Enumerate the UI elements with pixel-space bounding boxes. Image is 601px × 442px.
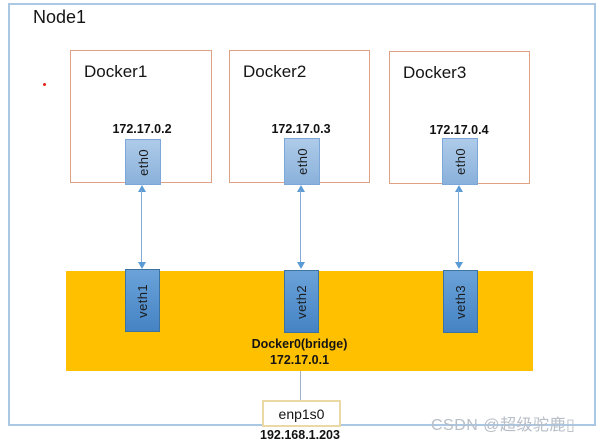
arrow-up-icon xyxy=(455,185,463,192)
bridge-name-label: Docker0(bridge) xyxy=(251,337,348,351)
docker2-veth-connection-arrow xyxy=(296,185,306,269)
docker3-veth-connection-arrow xyxy=(454,185,464,269)
arrow-down-icon xyxy=(297,262,305,269)
host-ip-label: 192.168.1.203 xyxy=(260,428,340,442)
docker1-name-label: Docker1 xyxy=(84,62,148,81)
arrow-down-icon xyxy=(138,262,146,269)
arrow-shaft xyxy=(458,190,460,264)
arrow-up-icon xyxy=(297,185,305,192)
docker3-ip-label: 172.17.0.4 xyxy=(429,123,489,137)
arrow-shaft xyxy=(141,190,143,264)
veth2-label: veth2 xyxy=(294,284,309,319)
csdn-watermark: CSDN @超级驼鹿▯ xyxy=(431,417,576,434)
arrow-up-icon xyxy=(138,185,146,192)
veth1-interface-box: veth1 xyxy=(125,269,160,332)
bridge-ip-label: 172.17.0.1 xyxy=(269,353,330,367)
docker3-eth0-label: eth0 xyxy=(452,148,468,175)
docker1-eth0-interface-box: eth0 xyxy=(125,139,161,185)
veth2-interface-box: veth2 xyxy=(284,270,319,333)
docker2-eth0-label: eth0 xyxy=(294,148,310,175)
docker3-eth0-interface-box: eth0 xyxy=(442,138,478,185)
docker1-ip-label: 172.17.0.2 xyxy=(112,122,172,136)
docker2-container-box: Docker2 xyxy=(229,50,370,183)
docker2-ip-label: 172.17.0.3 xyxy=(271,122,331,136)
docker1-veth-connection-arrow xyxy=(137,185,147,269)
veth3-label: veth3 xyxy=(453,284,468,319)
docker2-name-label: Docker2 xyxy=(243,62,307,81)
veth3-interface-box: veth3 xyxy=(443,270,478,333)
docker2-eth0-interface-box: eth0 xyxy=(284,138,320,185)
red-dot-marker xyxy=(43,83,46,86)
docker3-name-label: Docker3 xyxy=(403,63,467,82)
veth1-label: veth1 xyxy=(135,283,150,318)
bridge-labels: Docker0(bridge) 172.17.0.1 xyxy=(66,336,533,368)
arrow-down-icon xyxy=(455,262,463,269)
host-interface-box: enp1s0 xyxy=(262,400,341,427)
docker1-eth0-label: eth0 xyxy=(135,148,151,176)
bridge-to-host-connector-line xyxy=(300,371,302,401)
arrow-shaft xyxy=(300,190,302,264)
node-title: Node1 xyxy=(33,7,87,27)
